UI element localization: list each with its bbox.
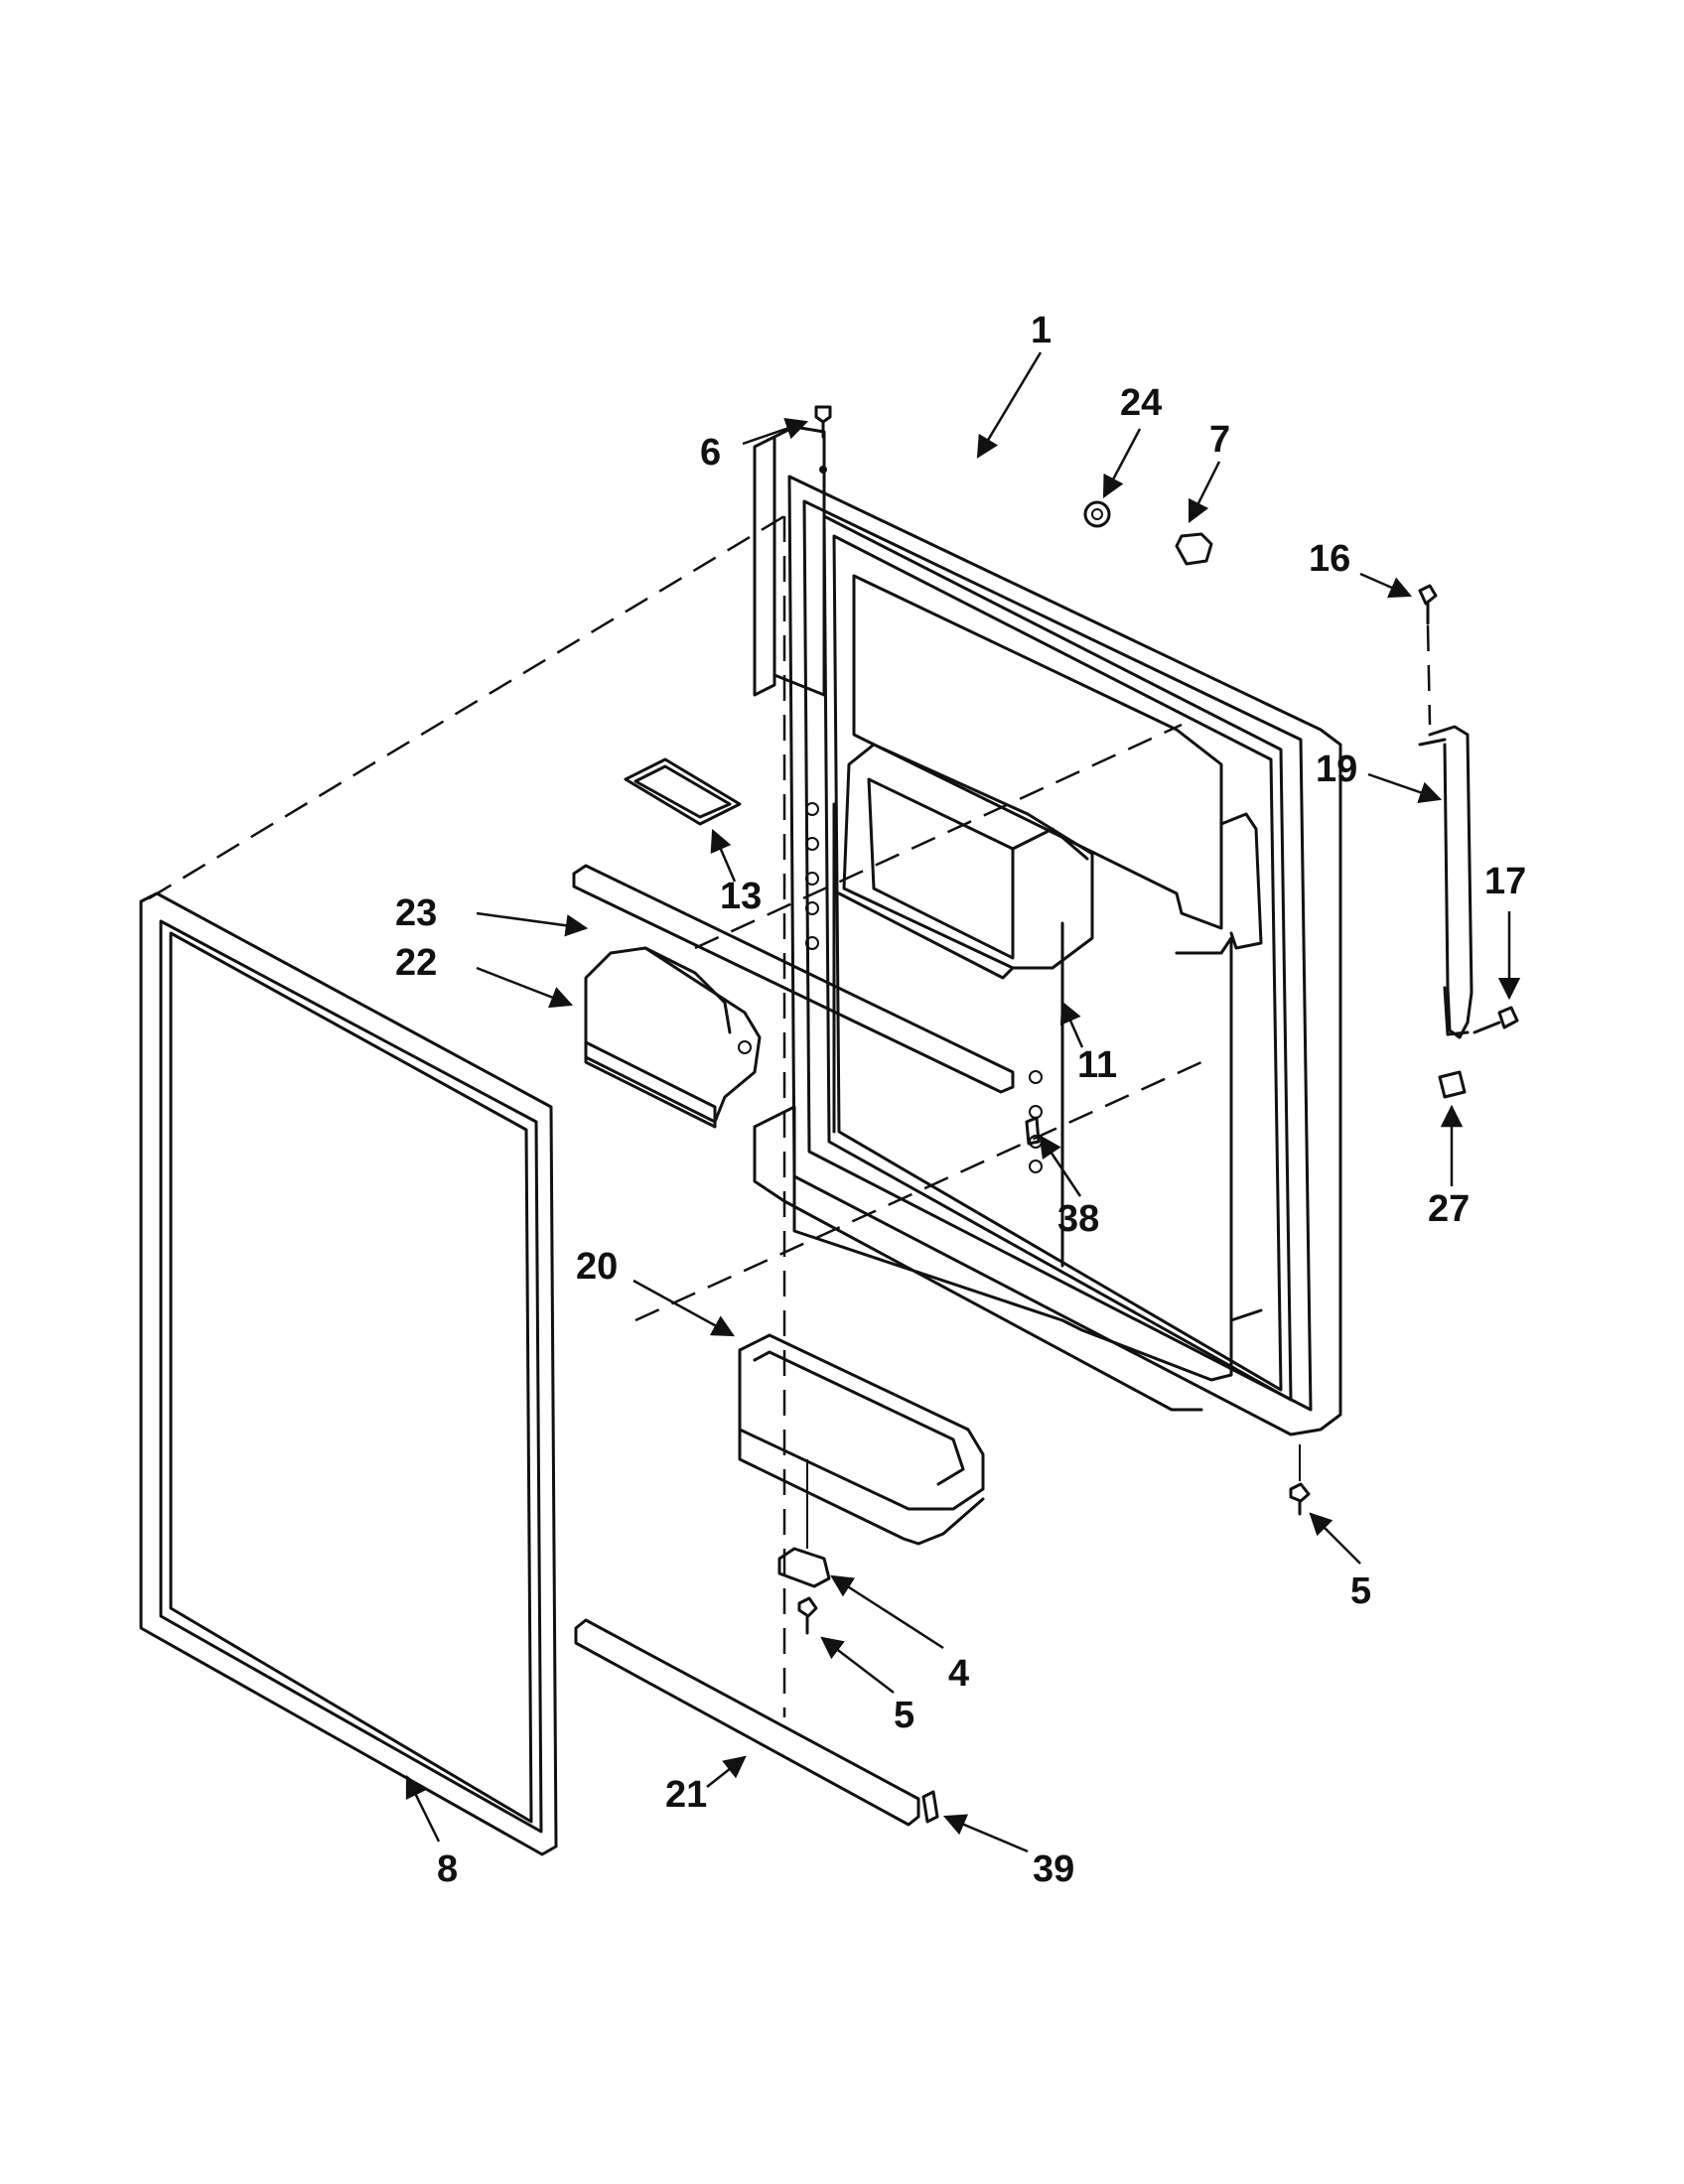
callout-16: 16 bbox=[1309, 538, 1350, 580]
upper-door-bin bbox=[837, 743, 1094, 980]
lower-door-bin bbox=[738, 1333, 985, 1546]
callout-23: 23 bbox=[395, 892, 437, 934]
callout-4: 4 bbox=[948, 1653, 969, 1695]
cabinet-outline-dashed bbox=[148, 514, 1202, 1717]
callout-7: 7 bbox=[1209, 419, 1230, 461]
callout-21: 21 bbox=[665, 1774, 707, 1816]
callout-labels: 1 24 7 6 16 19 17 13 23 22 11 38 27 20 5… bbox=[395, 310, 1526, 1890]
door-gasket bbox=[139, 891, 558, 1856]
callout-24: 24 bbox=[1120, 382, 1162, 424]
callout-13: 13 bbox=[720, 876, 762, 917]
callout-17: 17 bbox=[1484, 861, 1526, 902]
door-liner bbox=[753, 425, 1342, 1436]
small-hardware bbox=[777, 405, 1519, 1824]
callout-11: 11 bbox=[1077, 1044, 1117, 1086]
callout-27: 27 bbox=[1428, 1188, 1470, 1230]
callout-20: 20 bbox=[576, 1246, 618, 1288]
callout-5-right: 5 bbox=[1350, 1570, 1371, 1612]
callout-38: 38 bbox=[1057, 1198, 1099, 1240]
leader-arrows bbox=[405, 351, 1521, 1853]
shelf-rail-lower bbox=[574, 1618, 920, 1827]
callout-1: 1 bbox=[1031, 310, 1052, 351]
door-handle bbox=[1418, 725, 1474, 1039]
callout-8: 8 bbox=[437, 1848, 458, 1890]
dairy-compartment bbox=[584, 946, 762, 1129]
callout-19: 19 bbox=[1316, 749, 1357, 790]
shelf-rail-upper bbox=[572, 864, 1015, 1094]
callout-22: 22 bbox=[395, 942, 437, 984]
callout-5-left: 5 bbox=[894, 1695, 914, 1736]
callout-39: 39 bbox=[1033, 1848, 1074, 1890]
small-tray bbox=[624, 757, 742, 826]
callout-6: 6 bbox=[700, 432, 721, 474]
